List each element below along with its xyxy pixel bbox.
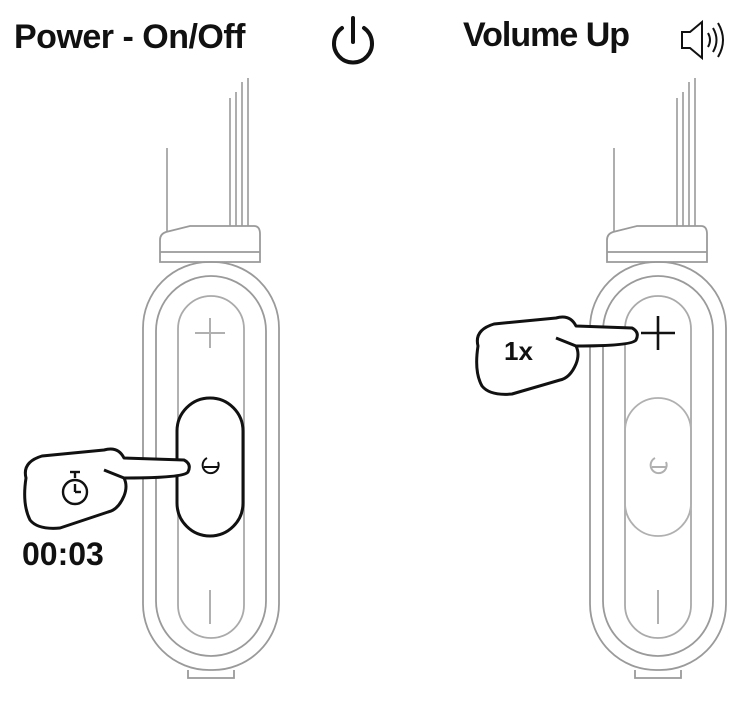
power-cable <box>166 78 249 238</box>
volume-device-plus-button <box>641 316 675 350</box>
power-icon <box>332 16 374 65</box>
power-title: Power - On/Off <box>14 18 246 56</box>
volume-device-cap <box>606 225 708 263</box>
pointing-hand-icon <box>23 447 191 530</box>
power-device-cap <box>159 225 261 263</box>
volume-panel <box>475 19 727 679</box>
volume-device-power-button <box>649 457 668 475</box>
volume-cable <box>613 78 696 238</box>
press-count-label: 1x <box>504 336 533 366</box>
speaker-volume-icon <box>681 19 724 61</box>
pointing-hand-icon <box>475 315 639 396</box>
stopwatch-icon <box>61 470 89 506</box>
volume-device-body <box>589 261 727 679</box>
volume-up-title: Volume Up <box>463 16 630 54</box>
power-panel <box>23 16 374 679</box>
hold-duration-label: 00:03 <box>22 536 104 572</box>
power-device-plus-button <box>195 318 225 348</box>
